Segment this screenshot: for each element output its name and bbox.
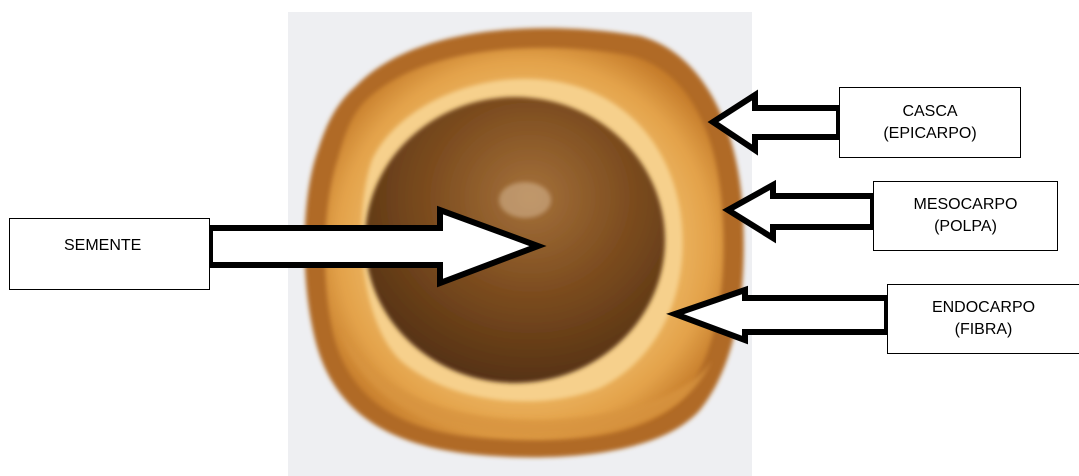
casca-label: CASCA xyxy=(902,101,957,123)
seed-highlight xyxy=(499,182,551,218)
casca-sublabel: (EPICARPO) xyxy=(883,123,976,145)
semente-label: SEMENTE xyxy=(64,235,141,257)
semente-label-box: SEMENTE xyxy=(9,218,210,290)
endocarpo-label-box: ENDOCARPO (FIBRA) xyxy=(887,284,1079,354)
mesocarpo-label: MESOCARPO xyxy=(913,194,1017,216)
endocarpo-sublabel: (FIBRA) xyxy=(955,319,1013,341)
mesocarpo-label-box: MESOCARPO (POLPA) xyxy=(873,181,1058,251)
endocarpo-label: ENDOCARPO xyxy=(932,297,1035,319)
mesocarpo-sublabel: (POLPA) xyxy=(934,216,997,238)
casca-label-box: CASCA (EPICARPO) xyxy=(839,87,1021,158)
